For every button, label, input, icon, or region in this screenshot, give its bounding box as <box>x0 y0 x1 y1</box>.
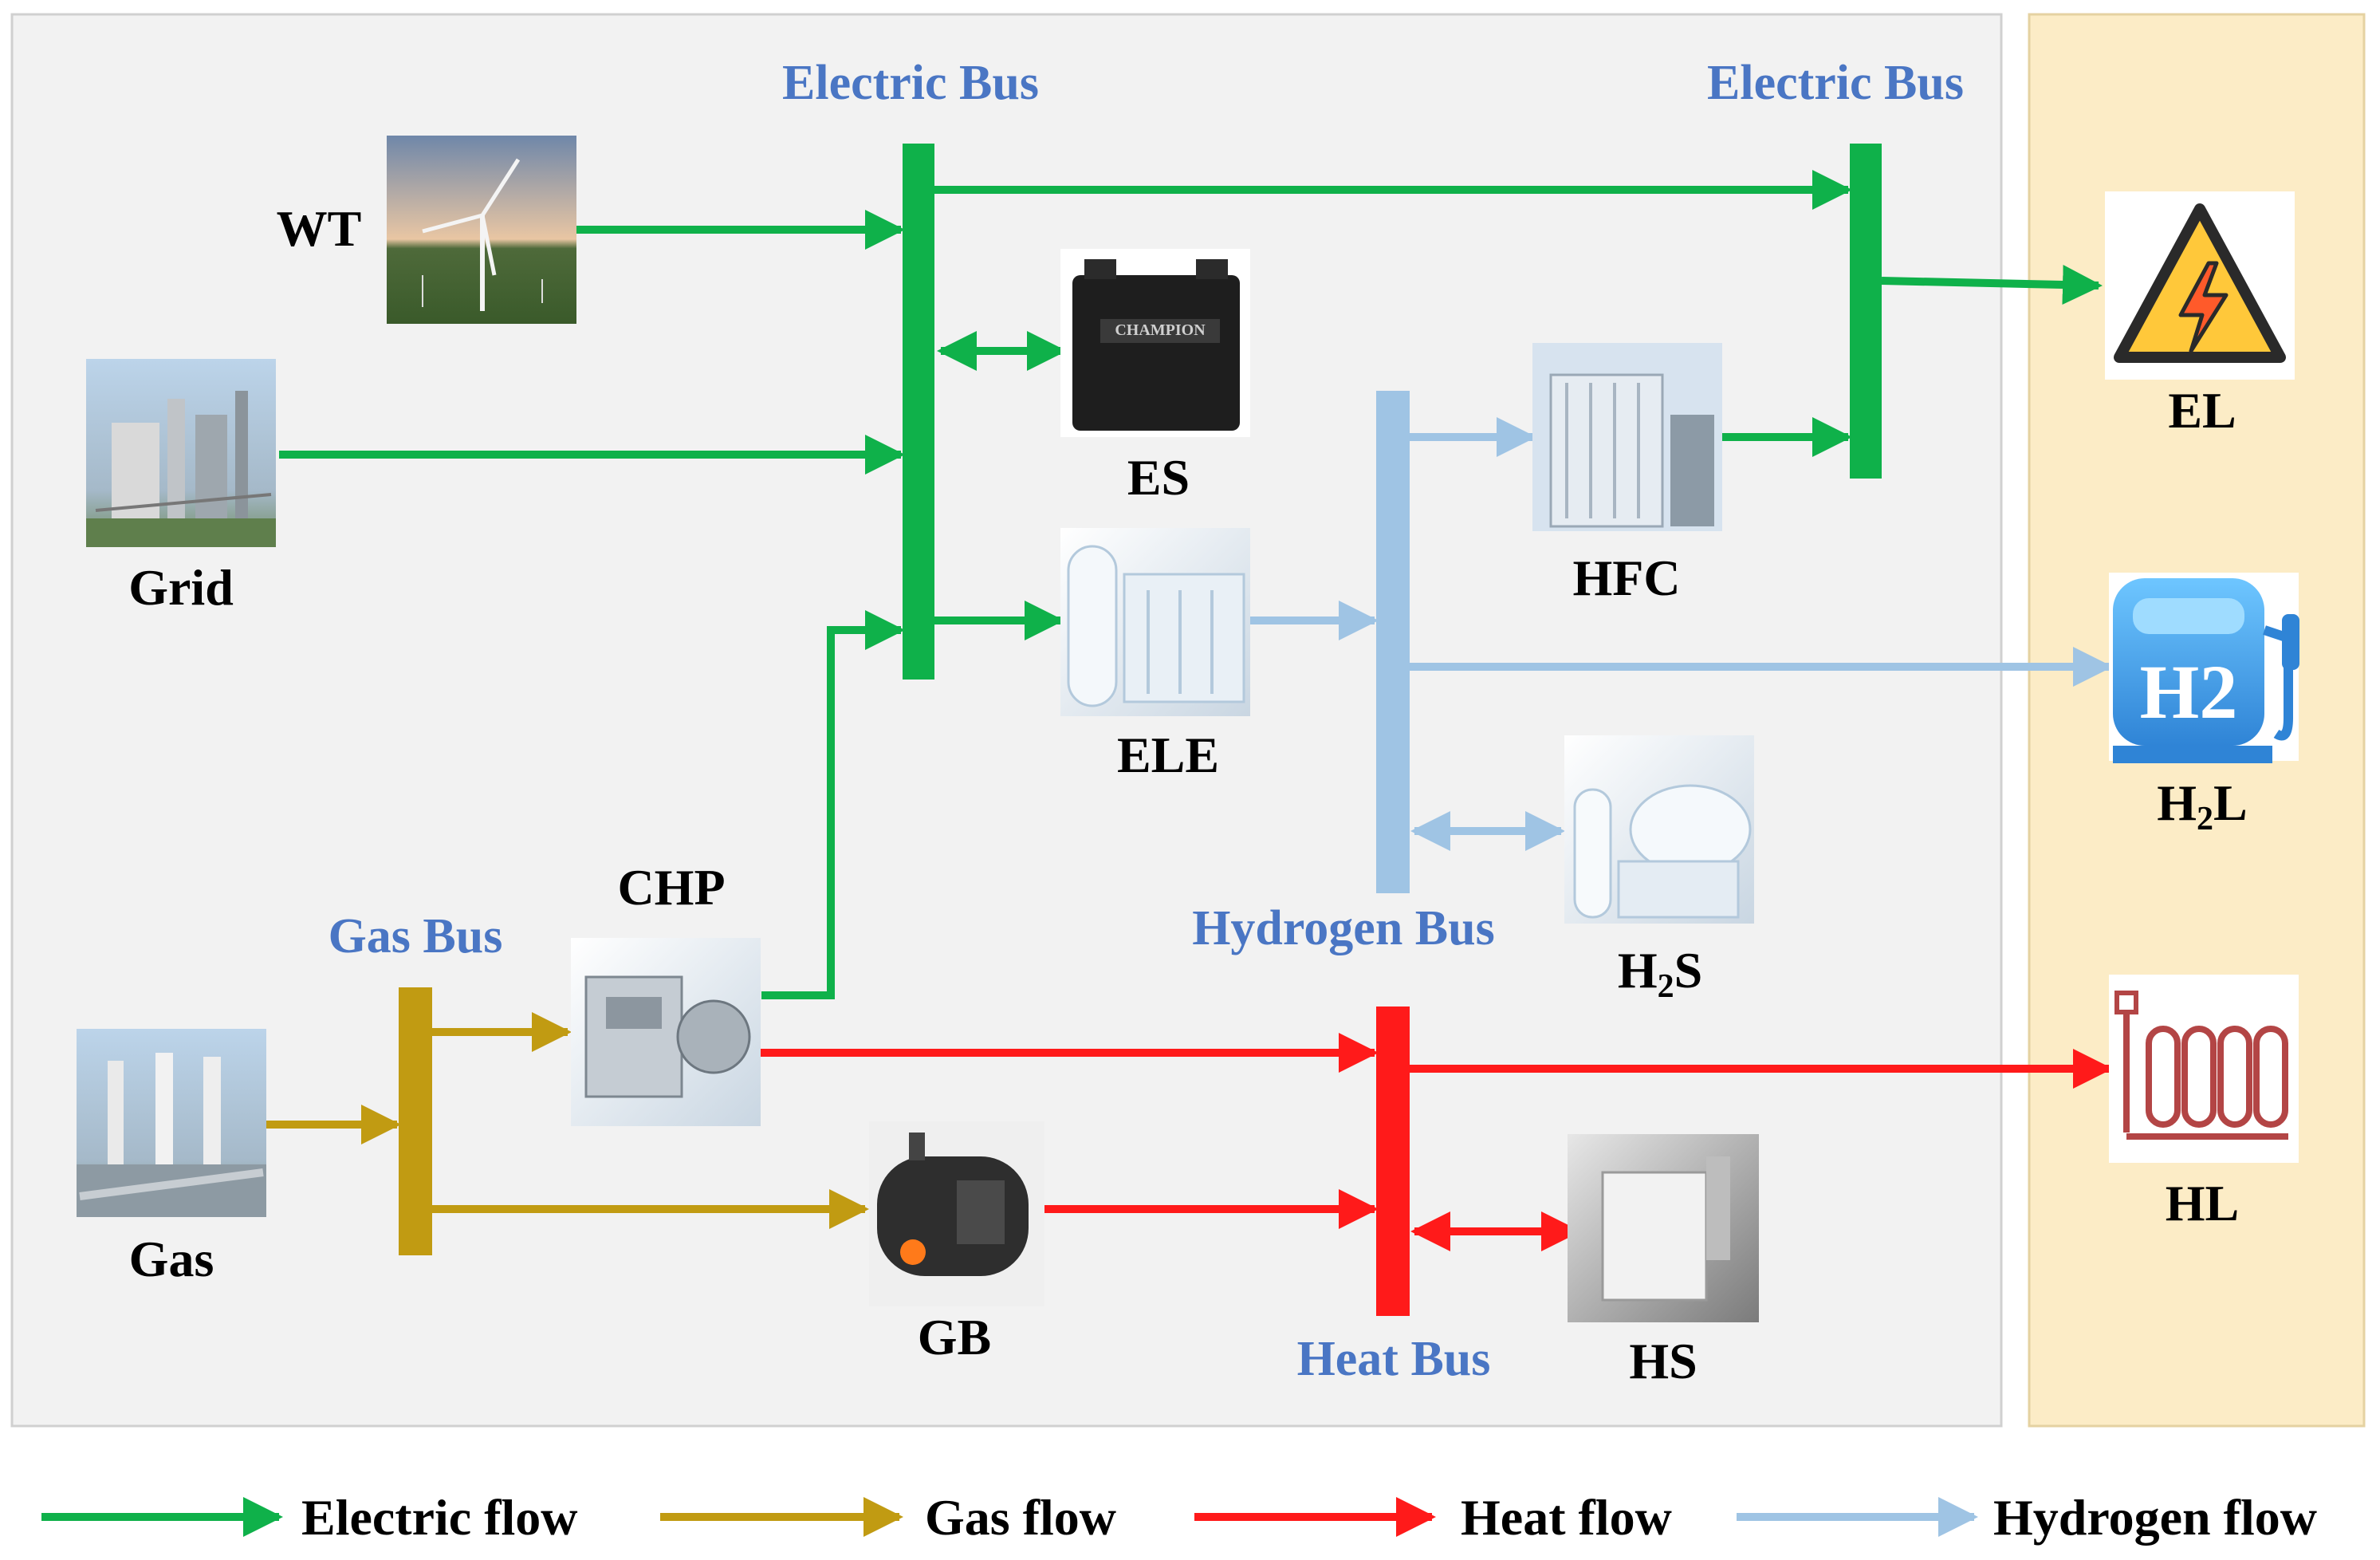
h2l-label-sub: 2 <box>2197 801 2213 837</box>
electrolyzer-icon <box>1060 528 1250 716</box>
battery-icon: CHAMPION <box>1060 249 1250 437</box>
hydrogen-bus-label: Hydrogen Bus <box>1192 901 1495 955</box>
h2l-label-h: H <box>2157 774 2197 831</box>
legend-electric-label: Electric flow <box>301 1489 578 1546</box>
chp-label: CHP <box>617 859 725 916</box>
h2s-label: H2S <box>1618 942 1702 1005</box>
legend: Electric flow Gas flow Heat flow Hydroge… <box>41 1489 2317 1546</box>
ele-label: ELE <box>1117 727 1219 783</box>
h2l-label-l: L <box>2213 774 2248 831</box>
legend-gas-label: Gas flow <box>925 1489 1116 1546</box>
es-label: ES <box>1127 449 1190 506</box>
wt-label: WT <box>277 200 362 257</box>
electric-bus-right <box>1850 144 1882 479</box>
gas-label: Gas <box>129 1231 214 1287</box>
flow-bus-to-el <box>1881 265 2103 305</box>
hl-label: HL <box>2166 1175 2239 1231</box>
svg-text:CHAMPION: CHAMPION <box>1115 321 1206 339</box>
h2l-label: H2L <box>2157 774 2247 837</box>
electric-bus-left-label: Electric Bus <box>782 56 1039 110</box>
gb-label: GB <box>918 1309 991 1365</box>
flow-chp-to-bus <box>761 610 905 999</box>
hydrogen-tank-icon <box>1564 735 1754 924</box>
heat-bus-label: Heat Bus <box>1297 1332 1491 1386</box>
chp-unit-icon <box>571 938 761 1126</box>
hfc-label: HFC <box>1572 550 1680 606</box>
power-plant-icon <box>86 359 276 547</box>
legend-hydrogen-label: Hydrogen flow <box>1993 1489 2317 1546</box>
radiator-icon <box>2109 975 2299 1163</box>
hs-label: HS <box>1629 1333 1697 1389</box>
legend-heat-label: Heat flow <box>1461 1489 1672 1546</box>
electric-bus-right-label: Electric Bus <box>1707 56 1964 110</box>
electric-hazard-icon <box>2105 191 2295 380</box>
heat-bus <box>1376 1007 1410 1316</box>
wind-turbine-icon <box>387 136 576 324</box>
gas-plant-icon <box>77 1029 266 1217</box>
hydrogen-pump-icon: H2 <box>2109 573 2299 763</box>
hydrogen-bus <box>1376 391 1410 893</box>
gas-bus <box>399 987 432 1255</box>
h2s-label-s: S <box>1674 942 1703 999</box>
fuel-cell-icon <box>1532 343 1722 531</box>
h2-icon-text: H2 <box>2140 649 2238 735</box>
h2s-label-h: H <box>1618 942 1658 999</box>
grid-label: Grid <box>128 559 234 616</box>
gas-bus-label: Gas Bus <box>328 909 503 963</box>
el-label: EL <box>2168 382 2236 439</box>
heat-storage-icon <box>1568 1134 1759 1322</box>
h2s-label-sub: 2 <box>1658 968 1674 1005</box>
gas-boiler-icon <box>869 1121 1044 1306</box>
electric-bus-left <box>903 144 934 680</box>
